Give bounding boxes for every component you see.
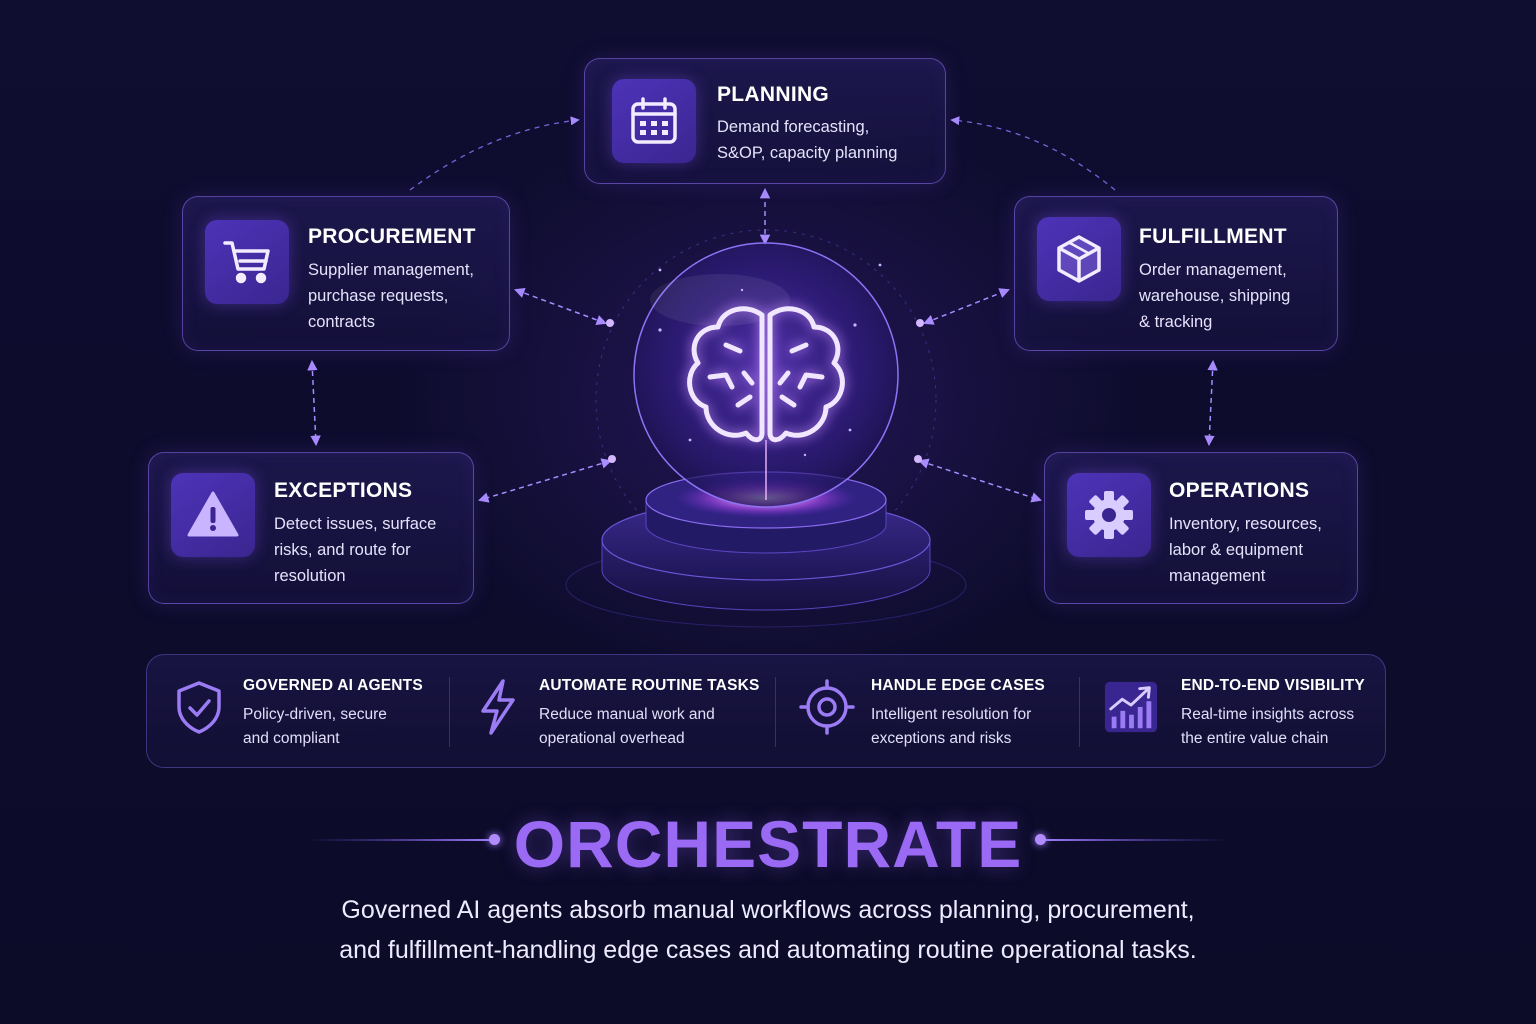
procurement-title: PROCUREMENT — [308, 225, 476, 248]
feature-description: Real-time insights across the entire val… — [1181, 706, 1355, 747]
tagline: Governed AI agents absorb manual workflo… — [339, 896, 1197, 964]
feature-description: Policy-driven, secure and compliant — [243, 706, 387, 747]
feature-governed-ai-agents: GOVERNED AI AGENTS Policy-driven, secure… — [147, 655, 447, 769]
headline-rule-dot-right — [1035, 834, 1046, 845]
procurement-description: Supplier management, purchase requests, … — [308, 261, 475, 331]
gear-icon — [1067, 473, 1151, 557]
feature-divider — [775, 677, 776, 747]
feature-handle-edge-cases: HANDLE EDGE CASES Intelligent resolution… — [775, 655, 1079, 769]
shopping-cart-icon — [205, 220, 289, 304]
feature-automate-routine-tasks: AUTOMATE ROUTINE TASKS Reduce manual wor… — [449, 655, 775, 769]
calendar-icon — [612, 79, 696, 163]
trend-chart-icon — [1103, 679, 1159, 735]
operations-description: Inventory, resources, labor & equipment … — [1169, 515, 1322, 585]
headline-rule-dot-left — [489, 834, 500, 845]
fulfillment-card[interactable]: FULFILLMENT Order management, warehouse,… — [1014, 196, 1338, 351]
feature-description: Reduce manual work and operational overh… — [539, 706, 715, 747]
lightning-bolt-icon — [469, 679, 525, 735]
fulfillment-title: FULFILLMENT — [1139, 225, 1287, 248]
feature-end-to-end-visibility: END-TO-END VISIBILITY Real-time insights… — [1079, 655, 1385, 769]
planning-title: PLANNING — [717, 83, 830, 106]
fulfillment-description: Order management, warehouse, shipping & … — [1139, 261, 1291, 331]
headline: ORCHESTRATE — [513, 807, 1023, 881]
brain-icon — [687, 306, 845, 443]
operations-card[interactable]: OPERATIONS Inventory, resources, labor &… — [1044, 452, 1358, 604]
package-box-icon — [1037, 217, 1121, 301]
feature-title: HANDLE EDGE CASES — [871, 677, 1045, 694]
exceptions-card[interactable]: EXCEPTIONS Detect issues, surface risks,… — [148, 452, 474, 604]
operations-title: OPERATIONS — [1169, 479, 1310, 502]
target-icon — [799, 679, 855, 735]
feature-title: GOVERNED AI AGENTS — [243, 677, 423, 694]
feature-divider — [449, 677, 450, 747]
procurement-card[interactable]: PROCUREMENT Supplier management, purchas… — [182, 196, 510, 351]
exceptions-description: Detect issues, surface risks, and route … — [274, 515, 437, 585]
shield-check-icon — [171, 679, 227, 735]
feature-description: Intelligent resolution for exceptions an… — [871, 706, 1032, 747]
planning-card[interactable]: PLANNING Demand forecasting, S&OP, capac… — [584, 58, 946, 184]
feature-bar: GOVERNED AI AGENTS Policy-driven, secure… — [146, 654, 1386, 768]
feature-title: END-TO-END VISIBILITY — [1181, 677, 1365, 694]
feature-title: AUTOMATE ROUTINE TASKS — [539, 677, 760, 694]
exceptions-title: EXCEPTIONS — [274, 479, 413, 502]
feature-divider — [1079, 677, 1080, 747]
planning-description: Demand forecasting, S&OP, capacity plann… — [717, 118, 898, 162]
warning-triangle-icon — [171, 473, 255, 557]
